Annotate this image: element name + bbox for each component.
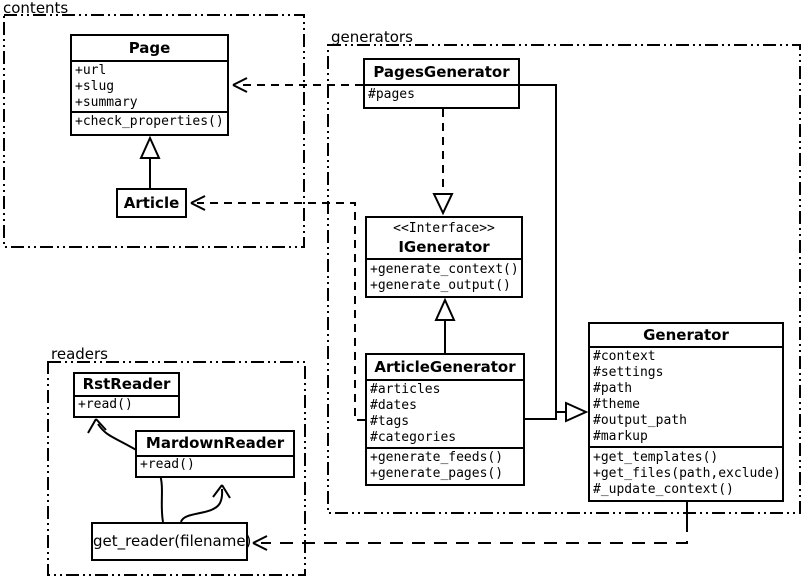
attribute: #settings <box>593 365 664 380</box>
class-igenerator-name: IGenerator <box>398 238 490 256</box>
attribute: #dates <box>370 398 417 413</box>
class-pagesgenerator-title: PagesGenerator <box>365 60 518 86</box>
class-generator-attributes: #context#settings#path#theme#output_path… <box>590 348 782 448</box>
method: +generate_output() <box>370 278 511 293</box>
class-generator: Generator #context#settings#path#theme#o… <box>588 322 784 502</box>
attribute: #path <box>593 381 633 396</box>
generalization-article-to-page <box>139 135 161 188</box>
method: +get_files(path,exclude) <box>593 466 781 481</box>
class-generator-methods: +get_templates()+get_files(path,exclude)… <box>590 448 782 500</box>
class-mardownreader: MardownReader +read() <box>135 430 295 478</box>
package-readers-label: readers <box>51 345 108 363</box>
class-articlegenerator-methods: +generate_feeds()+generate_pages() <box>367 449 523 484</box>
package-contents-border <box>3 14 305 248</box>
class-mardownreader-title: MardownReader <box>137 432 293 457</box>
class-igenerator: <<Interface>> IGenerator +generate_conte… <box>365 216 523 298</box>
attribute: #tags <box>370 414 410 429</box>
method: +get_templates() <box>593 450 719 465</box>
package-contents-label: contents <box>3 0 69 17</box>
stereotype-label: <<Interface>> <box>393 221 495 236</box>
class-article: Article <box>116 188 187 218</box>
method: +read() <box>78 397 133 412</box>
class-articlegenerator-attributes: #articles#dates#tags#categories <box>367 381 523 449</box>
method: +generate_feeds() <box>370 450 504 465</box>
method: +generate_context() <box>370 262 519 277</box>
class-page: Page +url+slug+summary +check_properties… <box>70 34 229 136</box>
package-readers-border <box>47 361 306 576</box>
attribute: #categories <box>370 430 457 445</box>
class-generator-title: Generator <box>590 324 782 348</box>
attribute: #output_path <box>593 413 687 428</box>
class-pagesgenerator: PagesGenerator #pages <box>363 58 520 109</box>
attribute: #articles <box>370 382 441 397</box>
attribute: +url <box>75 63 107 78</box>
class-rstreader: RstReader +read() <box>73 372 180 418</box>
package-generators-label: generators <box>331 28 413 46</box>
function-get-reader: get_reader(filename) <box>91 522 251 561</box>
attribute: #markup <box>593 429 648 444</box>
class-articlegenerator: ArticleGenerator #articles#dates#tags#ca… <box>365 353 525 486</box>
method: +read() <box>140 457 195 472</box>
attribute: #theme <box>593 397 640 412</box>
generalization-to-generator <box>520 84 589 423</box>
class-mardownreader-methods: +read() <box>137 457 293 476</box>
class-rstreader-methods: +read() <box>75 397 178 416</box>
class-page-title: Page <box>72 36 227 62</box>
class-page-attributes: +url+slug+summary <box>72 62 227 113</box>
class-pagesgenerator-attributes: #pages <box>365 86 518 107</box>
class-article-title: Article <box>123 194 180 212</box>
class-rstreader-title: RstReader <box>75 374 178 397</box>
dependency-generator-to-getreader <box>252 502 688 551</box>
method: +generate_pages() <box>370 466 504 481</box>
dependency-pagesgenerator-to-page <box>232 77 363 93</box>
attribute: #pages <box>368 87 415 102</box>
class-igenerator-title: <<Interface>> IGenerator <box>367 218 521 260</box>
attribute: #context <box>593 349 656 364</box>
method: +check_properties() <box>75 114 224 129</box>
package-generators-border <box>327 44 801 514</box>
class-igenerator-methods: +generate_context()+generate_output() <box>367 260 521 296</box>
arrow-getreader-to-mardownreader <box>180 484 231 523</box>
attribute: +summary <box>75 95 138 110</box>
dependency-articlegenerator-to-article <box>190 195 365 421</box>
realization-pagesgenerator-to-igenerator <box>432 109 454 216</box>
method: #_update_context() <box>593 482 734 497</box>
class-articlegenerator-title: ArticleGenerator <box>367 355 523 381</box>
generalization-articlegenerator-to-igenerator <box>434 297 456 353</box>
attribute: +slug <box>75 79 115 94</box>
class-page-methods: +check_properties() <box>72 113 227 134</box>
